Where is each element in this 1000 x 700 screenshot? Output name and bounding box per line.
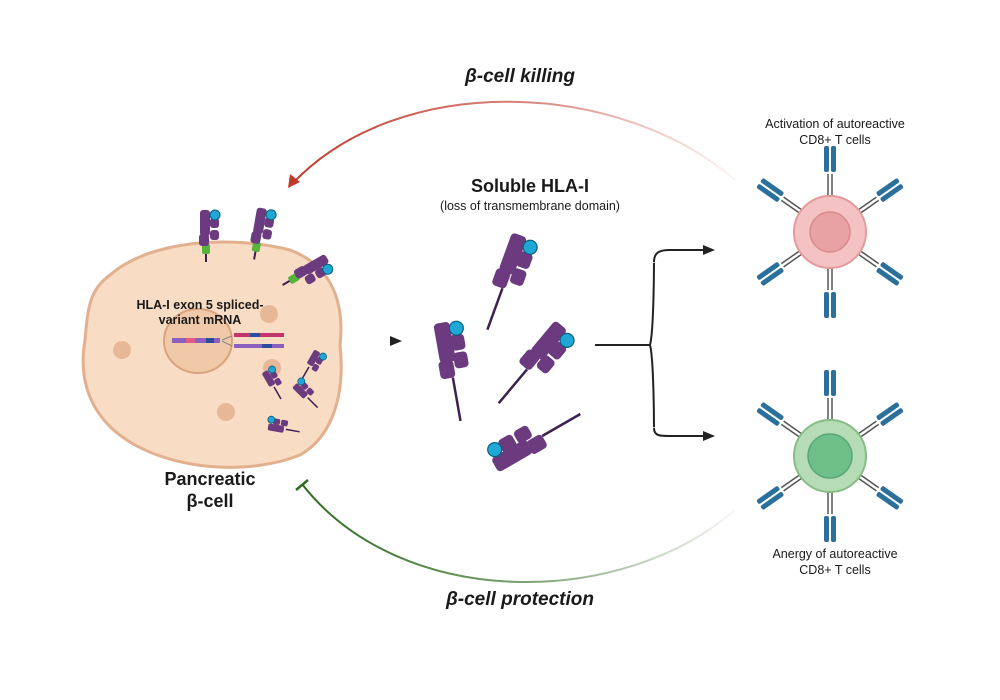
soluble-hla-icon <box>483 396 588 476</box>
beta-cell-label-line1: Pancreatic <box>164 469 256 489</box>
beta-cell-label-line2: β-cell <box>186 491 234 511</box>
soluble-hla-title: Soluble HLA-I <box>471 176 589 196</box>
activation-label-line2: CD8+ T cells <box>799 133 871 147</box>
activated-tcell <box>755 145 905 319</box>
mrna-label-line1: HLA-I exon 5 spliced- <box>136 298 264 312</box>
protection-label: β-cell protection <box>446 589 594 610</box>
soluble-hla-icon <box>488 317 579 417</box>
anergy-label-line1: Anergy of autoreactive <box>772 547 898 561</box>
mrna-label-line2: variant mRNA <box>158 313 242 327</box>
secretion-arrowhead <box>390 336 402 346</box>
soluble-hla-icon <box>474 230 541 338</box>
anergic-tcell <box>755 369 905 543</box>
killing-arrow <box>291 100 736 185</box>
killing-arrowhead <box>288 174 300 188</box>
mrna-icon <box>172 333 284 348</box>
activation-label-line1: Activation of autoreactive <box>765 117 905 131</box>
branch-arrow <box>595 249 705 437</box>
killing-label: β-cell killing <box>465 66 575 87</box>
granule <box>260 305 278 323</box>
granule <box>217 403 235 421</box>
branch-arrowhead-down <box>703 431 715 441</box>
anergy-label-line2: CD8+ T cells <box>799 563 871 577</box>
soluble-hla-icon <box>430 317 481 425</box>
protection-bar <box>295 479 309 491</box>
branch-arrowhead-up <box>703 245 715 255</box>
soluble-hla-subtitle: (loss of transmembrane domain) <box>440 199 620 213</box>
protection-arrow <box>301 483 736 583</box>
granule <box>113 341 131 359</box>
